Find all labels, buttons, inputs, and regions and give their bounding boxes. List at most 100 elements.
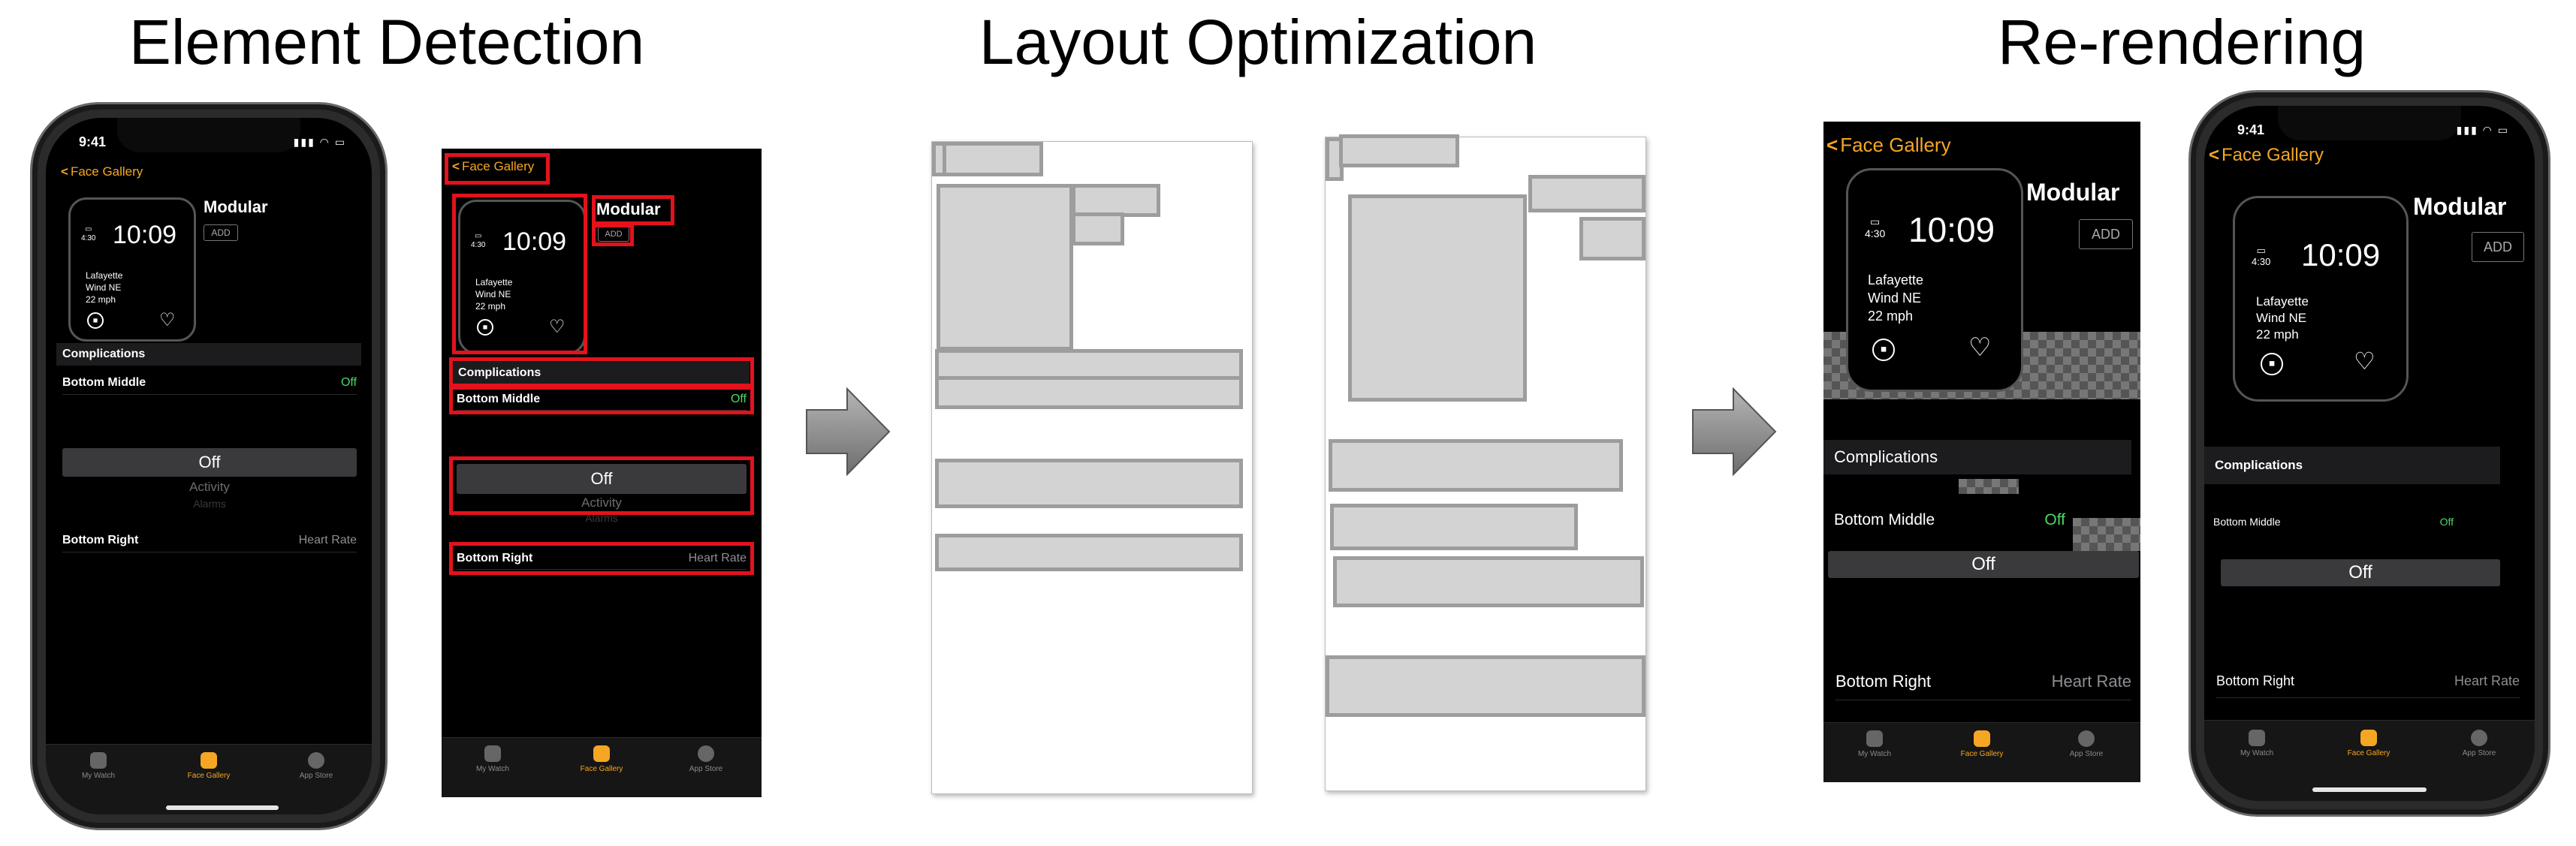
watch-line-3: 22 mph xyxy=(1868,309,1914,324)
row-bottom-middle[interactable]: Bottom Middle Off xyxy=(2213,507,2454,537)
picker-option-next[interactable]: Activity xyxy=(189,480,230,494)
row-label: Bottom Right xyxy=(1835,672,1932,691)
picker-option-next2[interactable]: Alarms xyxy=(585,512,618,524)
back-button[interactable]: <Face Gallery xyxy=(2209,145,2324,166)
wireframe-box xyxy=(1072,212,1124,245)
chevron-left-icon: < xyxy=(1826,134,1838,156)
row-bottom-middle[interactable]: Bottom Middle Off xyxy=(457,389,747,411)
row-value: Heart Rate xyxy=(2051,672,2131,691)
complications-header: Complications xyxy=(454,362,750,384)
app-store-icon xyxy=(698,745,714,762)
row-bottom-right[interactable]: Bottom Right Heart Rate xyxy=(1835,664,2131,700)
picker-option-next[interactable]: Activity xyxy=(581,495,622,510)
row-label: Bottom Middle xyxy=(1834,511,1935,528)
chevron-left-icon: < xyxy=(452,159,460,173)
activity-icon: ◼ xyxy=(477,319,493,336)
tab-app-store[interactable]: App Store xyxy=(2449,730,2509,757)
phone-screen: 9:41 ▮▮▮ ◠ ▭ <Face Gallery ▭4:30 10:09 L… xyxy=(2204,106,2535,801)
phone-frame-rerendered: 9:41 ▮▮▮ ◠ ▭ <Face Gallery ▭4:30 10:09 L… xyxy=(2188,90,2550,817)
add-button[interactable]: ADD xyxy=(2472,232,2524,262)
watch-face-preview[interactable]: ▭4:30 10:09 Lafayette Wind NE 22 mph ◼ ♡ xyxy=(458,200,586,354)
app-store-icon xyxy=(2471,730,2487,746)
watch-face-preview[interactable]: ▭4:30 10:09 Lafayette Wind NE 22 mph ◼ ♡ xyxy=(2233,196,2409,402)
tab-my-watch[interactable]: My Watch xyxy=(68,752,128,780)
tab-face-gallery[interactable]: Face Gallery xyxy=(2333,730,2404,757)
wireframe-box xyxy=(1333,556,1644,607)
layout-wireframe-optimized xyxy=(1325,134,1646,791)
background-fill-area xyxy=(1959,479,2019,494)
add-button[interactable]: ADD xyxy=(204,224,238,241)
watch-line-3: 22 mph xyxy=(86,294,116,305)
arrow-right-icon xyxy=(806,387,891,476)
home-indicator xyxy=(166,805,279,810)
wireframe-box xyxy=(1579,217,1645,260)
watch-small-time: ▭4:30 xyxy=(471,232,486,249)
home-indicator xyxy=(2312,787,2427,792)
rerendered-screenshot: <Face Gallery ▭4:30 10:09 Lafayette Wind… xyxy=(1823,122,2140,782)
background-fill-area xyxy=(2073,518,2140,551)
row-value: Off xyxy=(340,376,357,389)
stage-title-optimization: Layout Optimization xyxy=(979,7,1537,77)
row-bottom-right[interactable]: Bottom Right Heart Rate xyxy=(457,548,747,570)
tab-my-watch[interactable]: My Watch xyxy=(1845,730,1905,758)
face-name: Modular xyxy=(204,197,268,216)
phone-notch xyxy=(2278,106,2461,140)
add-button[interactable]: ADD xyxy=(2079,219,2133,249)
detection-box-back xyxy=(445,153,550,185)
watch-icon xyxy=(1866,730,1883,747)
watch-small-time: ▭4:30 xyxy=(81,225,96,242)
picker-selected[interactable]: Off xyxy=(62,448,357,477)
tab-app-store[interactable]: App Store xyxy=(2056,730,2116,758)
tab-app-store[interactable]: App Store xyxy=(676,745,736,773)
tab-app-store[interactable]: App Store xyxy=(286,752,346,780)
layout-wireframe-initial xyxy=(931,141,1253,794)
back-label: Face Gallery xyxy=(461,159,535,173)
chevron-left-icon: < xyxy=(61,164,68,179)
detection-box-name xyxy=(592,195,674,225)
tab-face-gallery[interactable]: Face Gallery xyxy=(566,745,637,773)
face-gallery-icon xyxy=(2360,730,2377,746)
back-button[interactable]: <Face Gallery xyxy=(61,164,143,179)
stage-title-detection: Element Detection xyxy=(128,7,645,77)
back-label: Face Gallery xyxy=(2222,145,2324,165)
face-name: Modular xyxy=(2413,193,2507,220)
watch-face-preview[interactable]: ▭4:30 10:09 Lafayette Wind NE 22 mph ◼ ♡ xyxy=(1846,168,2023,392)
status-time: 9:41 xyxy=(79,134,107,149)
row-label: Bottom Right xyxy=(2216,673,2295,688)
wireframe-box xyxy=(935,459,1243,508)
app-store-icon xyxy=(2078,730,2095,747)
picker-selected[interactable]: Off xyxy=(457,464,747,494)
row-bottom-right[interactable]: Bottom Right Heart Rate xyxy=(62,529,357,552)
wireframe-box xyxy=(1326,655,1645,717)
face-gallery-icon xyxy=(1974,730,1990,747)
status-icons: ▮▮▮ ◠ ▭ xyxy=(2456,124,2509,136)
back-label: Face Gallery xyxy=(1840,134,1951,156)
watch-line-1: Lafayette xyxy=(86,270,123,281)
wireframe-box xyxy=(935,534,1243,571)
row-bottom-middle[interactable]: Bottom Middle Off xyxy=(62,372,357,395)
detection-box-add xyxy=(592,224,634,246)
picker-selected[interactable]: Off xyxy=(1828,551,2139,578)
row-value: Off xyxy=(730,393,747,405)
watch-line-2: Wind NE xyxy=(2256,311,2307,325)
detection-box-picker xyxy=(449,456,754,515)
tab-my-watch[interactable]: My Watch xyxy=(2227,730,2287,757)
picker-option-next2[interactable]: Alarms xyxy=(193,498,226,510)
face-gallery-icon xyxy=(201,752,217,769)
tab-face-gallery[interactable]: Face Gallery xyxy=(173,752,244,780)
watch-face-preview[interactable]: ▭4:30 10:09 Lafayette Wind NE 22 mph ◼ ♡ xyxy=(68,197,196,342)
picker-selected[interactable]: Off xyxy=(2221,559,2500,586)
watch-line-2: Wind NE xyxy=(1868,291,1922,306)
row-bottom-middle[interactable]: Bottom Middle Off xyxy=(1834,503,2065,537)
tab-my-watch[interactable]: My Watch xyxy=(463,745,523,773)
back-button[interactable]: <Face Gallery xyxy=(1826,134,1951,157)
detection-box-header xyxy=(449,357,754,387)
tab-face-gallery[interactable]: Face Gallery xyxy=(1947,730,2017,758)
back-button[interactable]: <Face Gallery xyxy=(452,159,534,174)
phone-notch xyxy=(117,118,300,152)
activity-icon: ◼ xyxy=(87,312,104,329)
activity-icon: ◼ xyxy=(1872,339,1895,361)
row-bottom-right[interactable]: Bottom Right Heart Rate xyxy=(2216,664,2520,698)
watch-icon xyxy=(484,745,501,762)
complications-header: Complications xyxy=(56,343,361,366)
